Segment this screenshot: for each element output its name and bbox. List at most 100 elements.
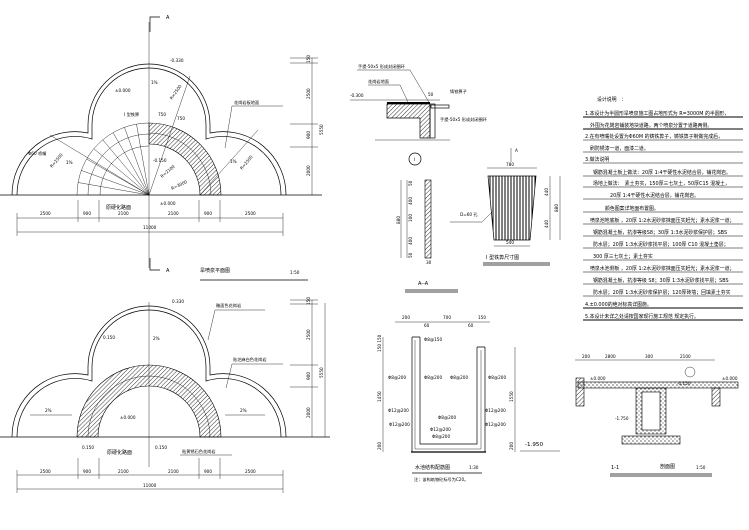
- paving-arc-inner: [99, 145, 150, 196]
- elevation-label: -0.300: [350, 93, 364, 98]
- elevation-label: -0.330: [170, 58, 184, 63]
- dimension-label: 700: [443, 315, 451, 320]
- dimension-label: 400: [408, 197, 413, 205]
- elevation-label: ±0.000: [722, 376, 738, 381]
- rebar-label: Φ12@200: [389, 422, 410, 427]
- section-a-a: 50 400 100 400 50 880 30 A--A: [396, 179, 458, 293]
- notes-line: 20厚 1:4干硬性水泥结合层，铺花岗岩。: [610, 192, 699, 199]
- notes-line: 2.在有喷嘴处设置为Φ60M 的铸铁箅子，铸铁箅子制做完成后，: [585, 133, 723, 140]
- hatched-ring: [76, 364, 222, 438]
- radius-label: R=2500: [49, 152, 64, 169]
- leader-line: [225, 363, 233, 389]
- dimension-label: 2000: [306, 407, 311, 418]
- drawing-scale: 1:30: [469, 465, 479, 470]
- elevation-label: -0.150: [677, 381, 691, 386]
- dimension-total: 5550: [319, 124, 324, 135]
- dimension-label: 50: [408, 180, 413, 186]
- annotation: 手提-50x5 形成封闭圈环: [440, 116, 487, 123]
- road-label: 原硬化路面: [106, 204, 131, 211]
- dimension-label: 60: [424, 323, 430, 328]
- dimension-label: 2500: [40, 469, 51, 474]
- rebar-label: Φ12@200: [485, 422, 506, 427]
- elevation-label: ±0.000: [590, 376, 606, 381]
- paving-radial-line: [93, 148, 150, 196]
- fountain-plan-top: A A -0.330 1% ±0.000 I 型铁箅 750 750 花岗岩板地…: [0, 15, 324, 281]
- dimension-label: 900: [83, 469, 91, 474]
- drawing-scale: 1:50: [696, 465, 706, 470]
- notes-line: 5.本设计未详之处请按国家现行施工规范 规定执行。: [585, 313, 699, 320]
- elevation-label: -1.950: [525, 442, 543, 448]
- elevation-label: 0.150: [103, 335, 115, 340]
- dimension-total: 11000: [143, 483, 157, 488]
- notes-line: 1.本设计为半圆形旱喷泉施工图占地形式为 R=3000M 的半圆形，: [585, 110, 729, 117]
- dimension-label: 2100: [118, 469, 129, 474]
- elevation-label: -1.750: [615, 416, 629, 421]
- dimension-label: 2100: [168, 211, 179, 216]
- dimension-label: 440: [544, 220, 549, 228]
- detail-callout-label: I: [414, 157, 415, 162]
- leader-line: [399, 84, 409, 103]
- material-label: 花岗岩板地面: [234, 99, 259, 106]
- rebar-label: Φ8@200: [424, 375, 442, 380]
- rebar-label: Φ12@200: [388, 408, 409, 413]
- dimension-label: 780: [506, 162, 514, 167]
- dimension-label: 2100: [118, 211, 129, 216]
- design-notes: 设计说明 ： 1.本设计为半圆形旱喷泉施工图占地形式为 R=3000M 的半圆形…: [583, 96, 743, 321]
- tank-reinforcement-drawing: 200 700 150 60 60 150 150 1450 200 1550 …: [377, 315, 560, 483]
- paving-radial-line: [124, 127, 150, 196]
- edge-detail: 手提-50x5 形成封闭圈环 花岗岩地面 -0.300 铸铁箅子 50 手提-5…: [350, 63, 487, 166]
- notes-line: 防水层；20厚 1:3水泥砂浆保护层；120厚砖墙；回填素土夯实: [593, 289, 731, 296]
- notes-lines: 1.本设计为半圆形旱喷泉施工图占地形式为 R=3000M 的半圆形， 外围为花岗岩…: [583, 110, 743, 321]
- elevation-label: 0.330: [172, 299, 184, 304]
- paving-radial-line: [102, 139, 150, 196]
- concrete-section: [386, 103, 431, 139]
- notes-line: 外围为花岗岩铺装地块道路，两个喷泉分置于道路两侧。: [590, 122, 712, 129]
- dimension-label: 2800: [605, 354, 616, 359]
- dimension-label: 540: [506, 240, 514, 245]
- section-label: A: [166, 268, 170, 274]
- dimension-label: 30: [426, 260, 432, 265]
- dimension-label: 400: [408, 237, 413, 245]
- grate-body: [487, 175, 537, 241]
- rebar-label: Φ12@200: [430, 427, 451, 432]
- dimension-label: 750: [177, 116, 185, 121]
- rebar-label: Φ8@200: [450, 375, 468, 380]
- paving-radial-line: [81, 170, 150, 196]
- section-1-1: 200 2800 300 2100 ±0.000 -0.150 ±0.000 -…: [575, 354, 739, 477]
- dimension-label: 900: [306, 372, 311, 380]
- dimension-label: 900: [306, 131, 311, 139]
- dimension-label: 150 150: [377, 334, 382, 352]
- radius-line-left: [49, 134, 150, 196]
- paving-radial-line: [136, 124, 150, 196]
- elevation-label: ±0.000: [160, 201, 176, 206]
- grate-detail: A 780 440 440 880 D=60 孔 540 I 型铁箅尺寸图: [450, 148, 561, 266]
- dimension-label: 2500: [40, 211, 51, 216]
- dimension-label: 200: [402, 315, 410, 320]
- notes-line: 场地上做法： 素土夯实，150厚三七灰土，50厚C15 混凝土，: [593, 180, 730, 187]
- drawing-scale: 1:50: [290, 270, 300, 275]
- annotation: D=60 孔: [460, 211, 478, 218]
- dimension-label: 750: [158, 112, 166, 117]
- slope-label: 1%: [151, 80, 158, 85]
- notes-line: 刷防锈漆一道，面漆二道。: [590, 145, 649, 152]
- hatched-ring-half: [148, 122, 222, 196]
- dimension-lines-right: [290, 57, 318, 195]
- dimension-label: 50: [408, 252, 413, 258]
- drawing-note: 注：该构筑物砼标号为C20。: [414, 476, 468, 483]
- notes-line: 颜色图案详地面布置图。: [605, 205, 659, 212]
- radius-line-top: [148, 75, 191, 196]
- radius-label: R=2100: [159, 164, 176, 179]
- annotation: 铸铁箅子: [450, 88, 467, 95]
- elevation-label: ±0.000: [120, 415, 136, 420]
- curb-left: [575, 377, 585, 407]
- notes-line: 3.做法说明: [585, 156, 609, 163]
- notes-line: 钢筋混凝土板，抗渗等级S8；30厚 1:3水泥砂浆保护层；SBS: [593, 229, 727, 236]
- paving-radial-lines: [78, 124, 150, 196]
- drawing-title: 旱喷泉平面图: [200, 267, 230, 274]
- dimension-label: 900: [204, 469, 212, 474]
- dimension-lines-bottom: [16, 458, 284, 493]
- radius-label: R=3000: [170, 179, 188, 191]
- paving-arc-mid: [87, 133, 150, 196]
- fountain-plan-bottom: 0.330 釉面色花岗岩 0.150 2% 贴芝麻白色花岗岩 2% ±0.000…: [0, 297, 330, 493]
